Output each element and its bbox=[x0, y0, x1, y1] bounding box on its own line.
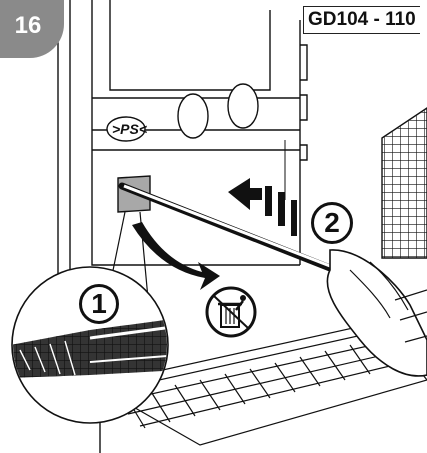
bottom-vent-grille bbox=[93, 321, 427, 446]
detail-magnifier bbox=[11, 266, 169, 424]
plastic-type-mark: >PS< bbox=[112, 121, 148, 137]
push-arrows bbox=[228, 140, 297, 236]
callout-two: 2 bbox=[311, 202, 353, 244]
trash-bin-icon bbox=[205, 286, 257, 338]
curved-arrow-icon bbox=[132, 222, 220, 290]
model-code-label: GD104 - 110 bbox=[303, 6, 420, 34]
callout-one: 1 bbox=[79, 284, 119, 324]
knob-right bbox=[227, 83, 259, 129]
step-number-badge: 16 bbox=[0, 0, 64, 58]
knob-left bbox=[177, 93, 209, 139]
plastic-mark-outline bbox=[106, 116, 146, 142]
screwdriver bbox=[118, 182, 427, 377]
side-grille bbox=[381, 107, 427, 259]
